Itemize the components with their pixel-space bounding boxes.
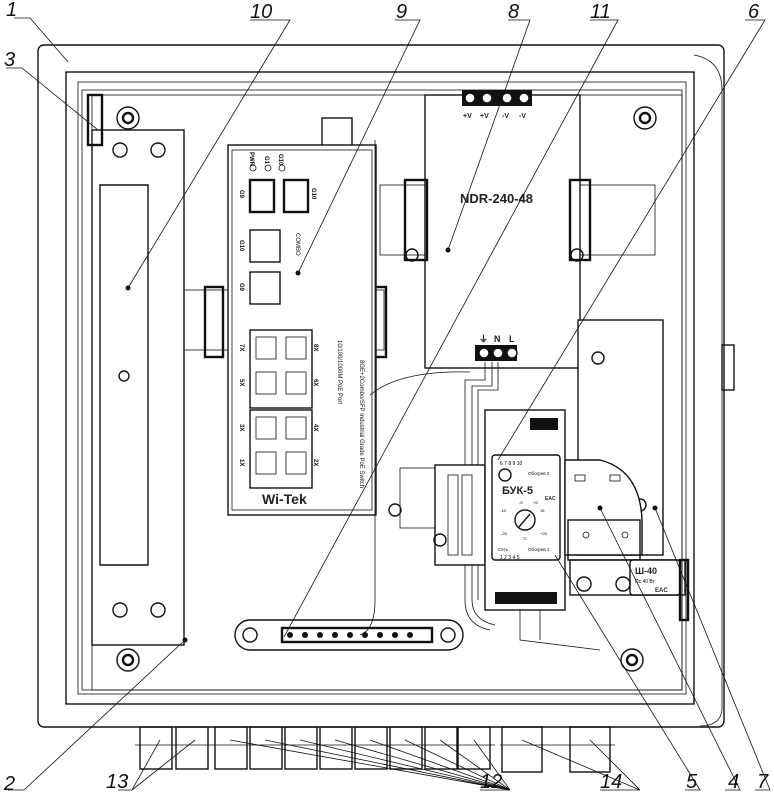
thermostat-model: БУК-5 (502, 485, 533, 497)
svg-text:-5: -5 (519, 500, 523, 505)
callout-12: 12 (480, 771, 502, 793)
corner-bolts (116, 106, 657, 672)
switch-side-label: 8GE+2Combo/SFP Industrial Grade PoE Swit… (358, 360, 364, 488)
thermostat-top-terminals: 6 7 8 9 10 (500, 461, 522, 467)
dc-terminal-3: -V (502, 113, 509, 120)
callout-7: 7 (757, 771, 769, 793)
poe-port-label: 10/100/1000M PoE Port (336, 340, 342, 404)
combo-port-label-g9: G9 (238, 283, 244, 292)
callout-8: 8 (508, 1, 519, 23)
callout-5: 5 (686, 771, 698, 793)
dc-terminal-4: -V (519, 113, 526, 120)
callout-13: 13 (106, 771, 128, 793)
port-label-1x: 1X (238, 459, 244, 466)
heater-mark: EAC (655, 588, 668, 594)
callout-9: 9 (396, 1, 407, 23)
port-label-8x: 8X (312, 344, 318, 351)
switch-brand: Wi-Tek (262, 491, 307, 507)
led-label-pwr: PWR (248, 152, 254, 167)
heater-spec: Пс 40 Вт (635, 579, 656, 585)
poe-switch: PWR G1 G10 G9 G10 G10 G9 7X 8X 5X 6X 3X … (203, 117, 388, 516)
port-label-5x: 5X (238, 379, 244, 386)
svg-text:15: 15 (540, 508, 545, 513)
callout-1: 1 (6, 0, 17, 21)
callout-4: 4 (728, 771, 739, 793)
thermostat: 6 7 8 9 10 Обогрев 2 БУК-5 EAC -15 15 -5… (484, 409, 566, 611)
svg-text:+25: +25 (540, 531, 548, 536)
hinge (721, 344, 735, 391)
callout-2: 2 (3, 773, 15, 795)
dc-terminal-2: +V (480, 113, 489, 120)
callout-11: 11 (590, 1, 611, 23)
ac-terminal-ground: ⏚ (479, 334, 488, 344)
terminal-blocks (388, 464, 486, 566)
callout-10: 10 (250, 1, 272, 23)
port-label-2x: 2X (312, 459, 318, 466)
port-label-3x: 3X (238, 424, 244, 431)
led-label-g1: G1 (263, 156, 269, 165)
heater-model: Ш-40 (635, 566, 657, 576)
ac-terminal-n: N (494, 334, 501, 344)
combo-port-label-g10: G10 (238, 240, 244, 252)
ground-bus (234, 619, 464, 651)
callout-6: 6 (748, 1, 760, 23)
led-label-g10: G10 (277, 154, 283, 166)
svg-text:+5: +5 (533, 500, 538, 505)
callout-3: 3 (4, 49, 15, 71)
cable-glands (135, 726, 615, 773)
heater2-label: Обогрев 2 (528, 471, 550, 476)
svg-text:°C: °C (522, 536, 527, 541)
callout-14: 14 (600, 771, 622, 793)
leader-lines (6, 17, 771, 791)
port-label-6x: 6X (312, 379, 318, 386)
svg-text:-15: -15 (500, 508, 507, 513)
thermostat-cert: EAC (545, 496, 556, 502)
svg-text:-25: -25 (501, 531, 508, 536)
heater1-label: Обогрев 1 (528, 547, 550, 552)
mains-label: Сеть (498, 547, 509, 552)
combo-label: COMBO (294, 233, 300, 256)
sfp-port-label-g10: G10 (310, 188, 316, 200)
sfp-port-label-g9: G9 (238, 190, 244, 199)
thermostat-bottom-terminals: 1 2 3 4 5 (500, 555, 520, 561)
ac-terminal-l: L (509, 334, 515, 344)
dc-terminal-1: +V (463, 113, 472, 120)
callout-numbers: 1 2 3 4 5 6 7 8 9 10 11 12 13 14 (3, 0, 769, 795)
left-bracket (86, 93, 185, 646)
power-supply-model: NDR-240-48 (460, 191, 533, 206)
breaker-and-heater: Ш-40 Пс 40 Вт EAC (564, 319, 690, 622)
port-label-7x: 7X (238, 344, 244, 351)
port-label-4x: 4X (312, 424, 318, 431)
power-supply: +V +V -V -V NDR-240-48 ⏚ N L (403, 90, 592, 369)
